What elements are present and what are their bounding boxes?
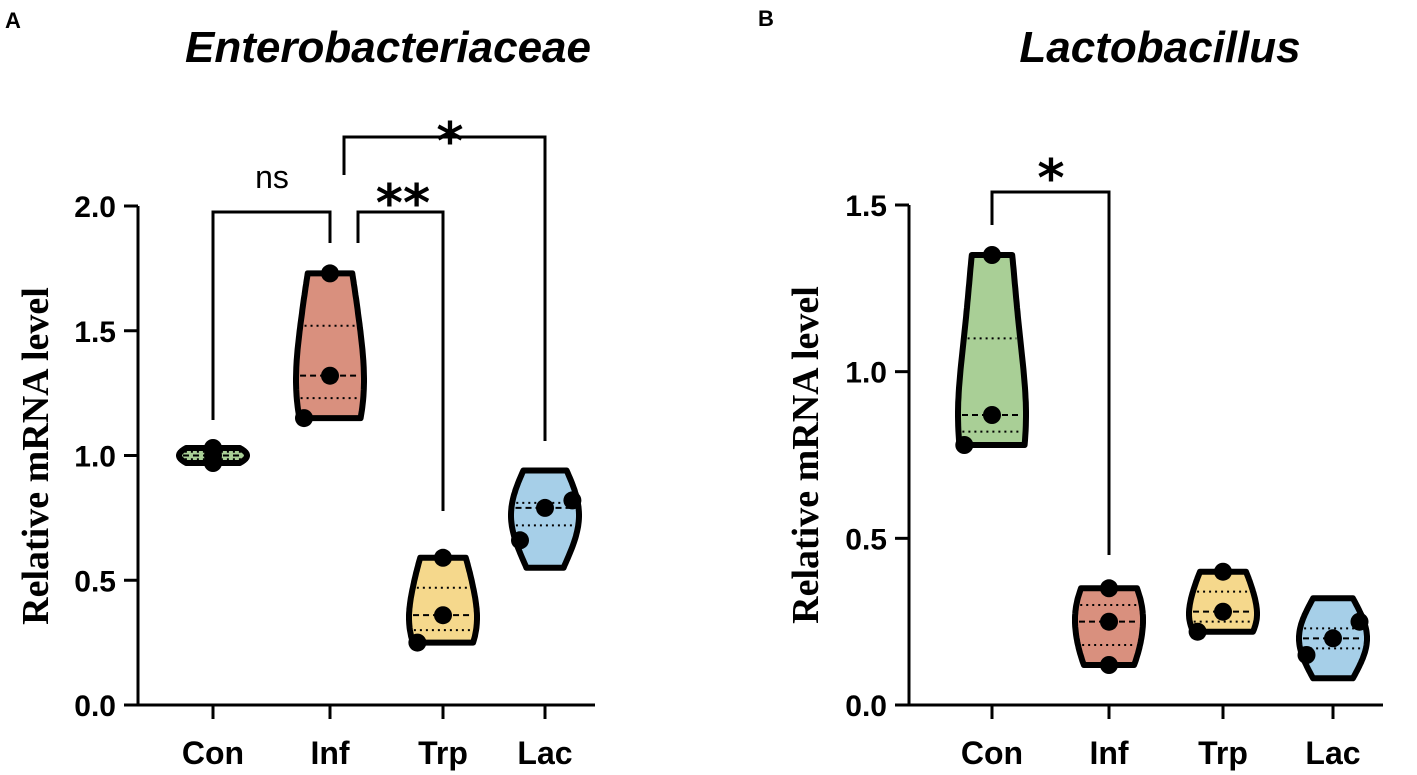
data-point — [321, 366, 339, 385]
data-point — [434, 548, 452, 567]
significance-bracket — [990, 190, 1111, 555]
violin-lac — [508, 467, 582, 571]
data-point — [434, 606, 452, 625]
data-point — [536, 498, 554, 517]
data-point — [1100, 656, 1118, 674]
data-point — [983, 406, 1001, 424]
y-tick-label: 0.5 — [74, 565, 116, 598]
data-point — [511, 531, 529, 550]
panel-a-letter: A — [5, 8, 21, 33]
y-tick-label: 1.0 — [845, 357, 887, 390]
violin-con — [955, 252, 1029, 448]
data-point — [563, 491, 582, 510]
violin-trp — [1186, 568, 1260, 635]
y-tick-label: 1.5 — [845, 190, 887, 223]
data-point — [1100, 579, 1118, 598]
panel-a-title: Enterobacteriaceae — [185, 23, 591, 72]
x-tick-label: Inf — [1089, 735, 1128, 771]
y-tick-label: 0.0 — [74, 690, 116, 723]
violin-trp — [406, 554, 480, 646]
x-tick-label: Trp — [418, 735, 468, 771]
panel-b-ylabel: Relative mRNA level — [785, 286, 827, 624]
data-point — [983, 246, 1001, 264]
significance-bracket — [211, 210, 332, 420]
y-tick-label: 1.5 — [74, 316, 116, 349]
y-tick-label: 2.0 — [74, 191, 116, 224]
x-tick-label: Lac — [517, 735, 572, 771]
x-tick-label: Con — [961, 735, 1023, 771]
x-tick-label: Con — [182, 735, 244, 771]
significance-bracket — [356, 210, 445, 511]
data-point — [321, 264, 339, 283]
data-point — [1214, 602, 1232, 621]
panel-b-letter: B — [758, 6, 774, 31]
data-point — [1188, 622, 1207, 641]
x-tick-label: Trp — [1198, 735, 1248, 771]
y-tick-label: 1.0 — [74, 441, 116, 474]
data-point — [204, 439, 222, 457]
data-point — [408, 633, 427, 652]
y-tick-label: 0.0 — [845, 690, 887, 723]
significance-bracket — [342, 135, 547, 441]
panel-a-ylabel: Relative mRNA level — [15, 287, 57, 625]
panel-b-title: Lactobacillus — [1019, 23, 1300, 72]
data-point — [1214, 562, 1232, 581]
data-point — [1324, 629, 1342, 648]
y-tick-label: 0.5 — [845, 523, 887, 556]
data-point — [955, 436, 974, 454]
x-tick-label: Inf — [310, 735, 349, 771]
data-point — [1350, 612, 1369, 631]
significance-label: * — [436, 112, 463, 172]
data-point — [1100, 612, 1118, 631]
significance-label: * — [1037, 149, 1064, 209]
significance-label: ns — [255, 159, 289, 195]
violin-inf — [293, 270, 367, 422]
data-point — [1297, 646, 1316, 664]
data-point — [295, 409, 313, 428]
x-tick-label: Lac — [1305, 735, 1360, 771]
significance-label: ** — [376, 174, 430, 234]
